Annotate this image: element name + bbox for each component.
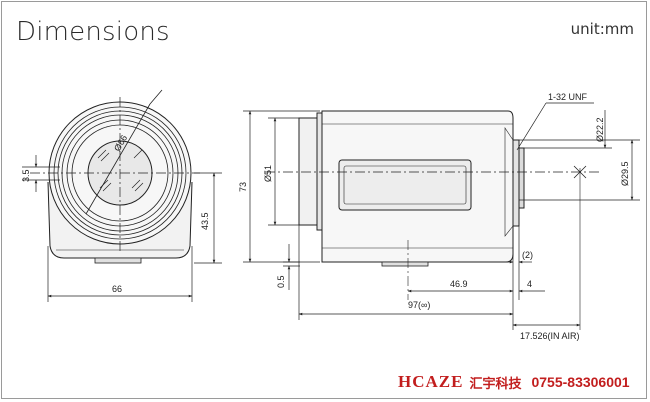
dim-length-a: 46.9 (450, 279, 468, 289)
dim-length-b: 4 (527, 279, 532, 289)
dim-back-focus-lines (512, 300, 581, 330)
footer-brand: HCAZE 汇宇科技 0755-83306001 (398, 372, 630, 392)
front-view (30, 89, 200, 264)
dim-total-height-lines (243, 110, 320, 263)
dim-front-width-lines (47, 246, 193, 302)
phone-number: 0755-83306001 (531, 374, 630, 390)
side-lens-front (298, 117, 318, 226)
page-title: Dimensions (16, 17, 170, 47)
dim-front-offset-lines (22, 155, 60, 192)
brand-name-cn: 汇宇科技 (469, 376, 522, 392)
dim-body-diam-lines (268, 117, 300, 226)
dim-body-diam: Ø51 (263, 165, 273, 182)
unit-label: unit:mm (570, 20, 634, 38)
dim-front-offset: 3.5 (21, 169, 31, 182)
dim-total-length-lines (298, 225, 514, 320)
side-view (265, 110, 600, 330)
dim-paren: (2) (522, 250, 533, 260)
thread-leader (516, 102, 594, 151)
dim-flange-diam-lines (519, 139, 640, 201)
dim-total-height: 73 (238, 182, 248, 192)
side-flange (512, 139, 520, 227)
side-window (338, 159, 472, 211)
dim-front-width: 66 (112, 284, 122, 294)
dim-front-height: 43.5 (200, 212, 210, 230)
dim-mount-diam-lines (524, 110, 612, 149)
dim-gap: 0.5 (276, 275, 286, 288)
dim-thread: 1-32 UNF (548, 92, 588, 102)
dim-paren-lines (500, 226, 532, 300)
brand-logo: HCAZE (398, 372, 464, 391)
dim-flange-diam: Ø29.5 (620, 161, 630, 186)
dim-mount-diam: Ø22.2 (595, 117, 605, 142)
dim-back-focus: 17.526(IN AIR) (520, 331, 580, 341)
dim-total-length: 97(∞) (408, 300, 430, 310)
dim-gap-lines (283, 244, 300, 290)
dim-front-height-lines (194, 172, 222, 264)
